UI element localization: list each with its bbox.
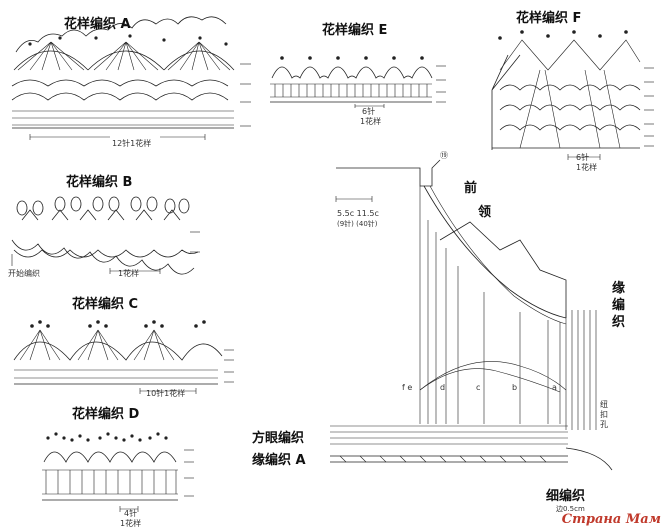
- pattern-d-repeat: 1花样: [120, 519, 142, 528]
- fine-knit-label: 细编织: [546, 489, 586, 504]
- pattern-b-start: 开始编织: [8, 269, 40, 278]
- marker-fe: f e: [402, 383, 413, 392]
- collar-label: 领: [478, 205, 492, 220]
- pattern-f-repeat: 1花样: [576, 163, 598, 172]
- pattern-d-stitches: 4针: [124, 509, 138, 518]
- pattern-c-repeat: 10针1花样: [146, 389, 186, 398]
- pattern-d-chart: [42, 432, 194, 512]
- front-label: 前: [464, 181, 478, 196]
- pattern-d-title: 花样编织 D: [72, 407, 140, 422]
- pattern-e-chart: [270, 56, 446, 108]
- pattern-a-chart: [11, 16, 251, 140]
- watermark-text: Страна Мам: [561, 512, 661, 527]
- marker-d: d: [440, 383, 446, 392]
- pattern-e-stitches: 6针: [362, 107, 376, 116]
- pattern-b-repeat: 1花样: [118, 269, 140, 278]
- marker-c: c: [476, 383, 481, 392]
- dimension-stitches: (9针) (40针): [337, 220, 378, 228]
- fine-knit-width: 边0.5cm: [556, 505, 585, 513]
- edge-knit-label: 缘编织: [612, 281, 626, 330]
- pattern-e-repeat: 1花样: [360, 117, 382, 126]
- collar-chart: [330, 159, 613, 471]
- marker-b: b: [512, 383, 518, 392]
- pattern-a-title: 花样编织 A: [64, 17, 131, 32]
- top-row-marker: ⑲: [440, 151, 448, 160]
- dimension-cm: 5.5c 11.5c: [337, 209, 379, 218]
- marker-a: a: [552, 383, 557, 392]
- mesh-knit-label: 方眼编织: [252, 431, 305, 446]
- pattern-c-chart: [13, 320, 234, 394]
- pattern-c-title: 花样编织 C: [72, 297, 139, 312]
- pattern-a-repeat: 12针1花样: [112, 139, 152, 148]
- pattern-f-chart: [491, 30, 654, 160]
- button-hole-label: 纽扣孔: [600, 400, 608, 429]
- pattern-b-title: 花样编织 B: [66, 175, 133, 190]
- pattern-f-title: 花样编织 F: [516, 11, 582, 26]
- pattern-f-stitches: 6针: [576, 153, 590, 162]
- edge-knit-a-label: 缘编织 A: [252, 453, 306, 468]
- pattern-e-title: 花样编织 E: [322, 23, 388, 38]
- pattern-b-chart: [11, 196, 200, 275]
